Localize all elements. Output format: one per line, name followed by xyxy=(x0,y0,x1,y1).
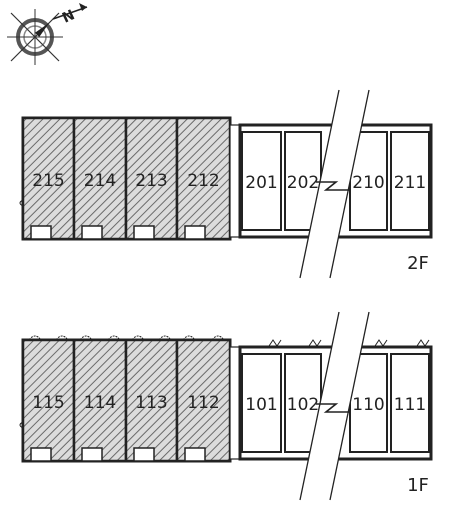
entrance-icon xyxy=(184,447,206,462)
door-icon xyxy=(19,421,24,429)
unit-label: 111 xyxy=(394,395,426,415)
break-symbol-icon xyxy=(299,89,370,279)
unit-211[interactable]: 211 xyxy=(390,131,430,231)
unit-111[interactable]: 111 xyxy=(390,339,430,453)
unit-label: 102 xyxy=(287,395,319,415)
unit-label: 215 xyxy=(32,171,64,191)
unit-label: 202 xyxy=(287,173,319,193)
unit-215[interactable]: 215 xyxy=(21,116,76,241)
unit-214[interactable]: 214 xyxy=(72,116,128,241)
entrance-icon xyxy=(30,225,52,240)
entrance-icon xyxy=(81,447,103,462)
entrance-icon xyxy=(184,225,206,240)
unit-115[interactable]: 115 xyxy=(21,335,76,463)
vent-icon xyxy=(374,339,388,347)
entrance-icon xyxy=(133,225,155,240)
compass-rose-icon: N xyxy=(7,3,88,65)
unit-label: 214 xyxy=(84,171,116,191)
unit-213[interactable]: 213 xyxy=(124,116,179,241)
unit-label: 213 xyxy=(135,171,167,191)
floor-2F: 215 214 213 212 201 202 210 211 2F xyxy=(19,89,433,279)
unit-label: 210 xyxy=(352,173,384,193)
door-icon xyxy=(19,199,24,207)
unit-label: 112 xyxy=(187,393,219,413)
unit-label: 113 xyxy=(135,393,167,413)
unit-label: 114 xyxy=(84,393,116,413)
vent-icon xyxy=(268,339,282,347)
window-icon xyxy=(182,335,225,341)
unit-212[interactable]: 212 xyxy=(175,116,232,241)
entrance-icon xyxy=(81,225,103,240)
vent-icon xyxy=(308,339,322,347)
window-icon xyxy=(28,335,69,341)
vent-icon xyxy=(416,339,430,347)
unit-201[interactable]: 201 xyxy=(241,131,282,231)
unit-label: 211 xyxy=(394,173,426,193)
unit-113[interactable]: 113 xyxy=(124,335,179,463)
unit-label: 115 xyxy=(32,393,64,413)
unit-114[interactable]: 114 xyxy=(72,335,128,463)
unit-label: 110 xyxy=(352,395,384,415)
unit-label: 101 xyxy=(245,395,277,415)
window-icon xyxy=(131,335,172,341)
compass-north-label: N xyxy=(60,7,77,26)
floor-1F: 115 114 113 112 101 102 110 111 1F xyxy=(19,311,433,501)
unit-label: 212 xyxy=(187,171,219,191)
entrance-icon xyxy=(133,447,155,462)
unit-101[interactable]: 101 xyxy=(241,339,282,453)
entrance-icon xyxy=(30,447,52,462)
window-icon xyxy=(79,335,121,341)
break-symbol-icon xyxy=(299,311,370,501)
unit-112[interactable]: 112 xyxy=(175,335,232,463)
floor-label: 1F xyxy=(407,475,429,496)
unit-label: 201 xyxy=(245,173,277,193)
floor-label: 2F xyxy=(407,253,429,274)
